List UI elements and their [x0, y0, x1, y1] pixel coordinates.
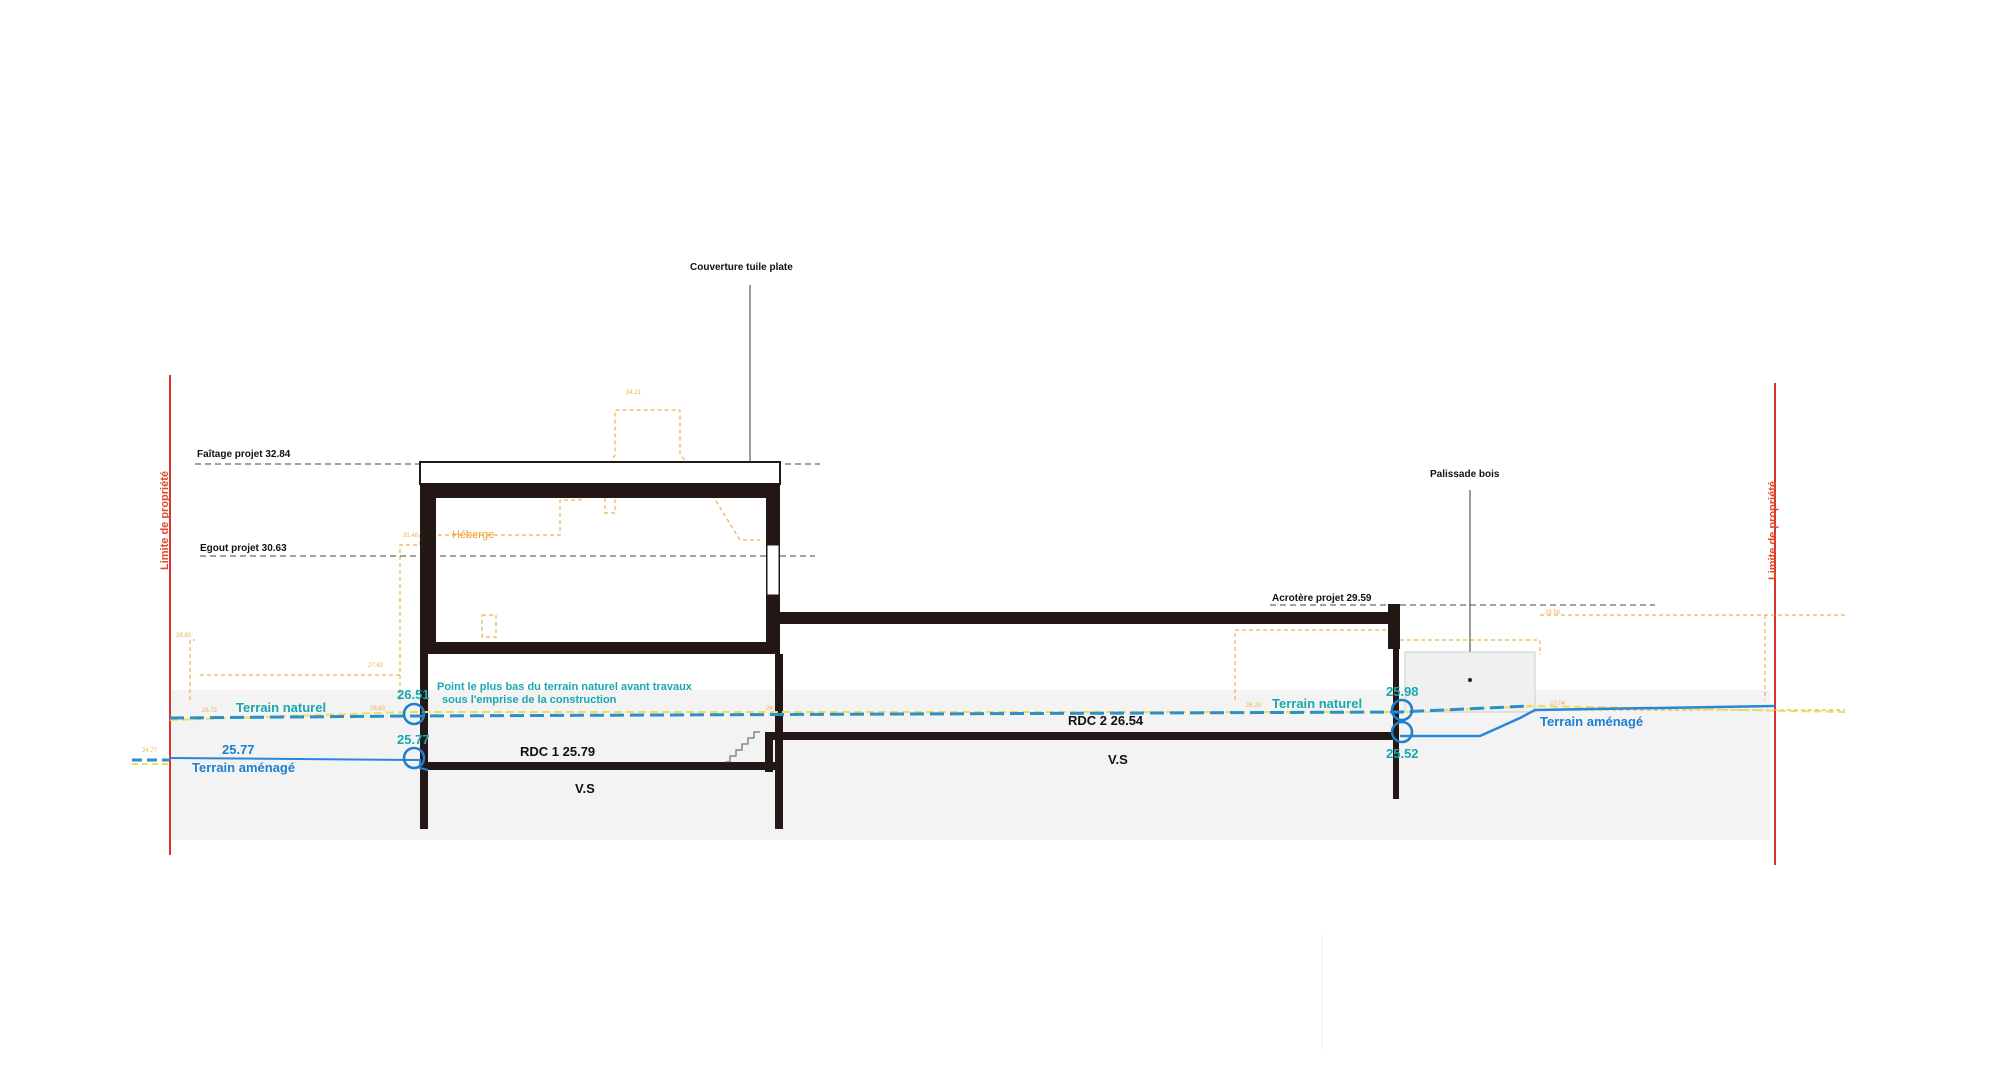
level-markers [402, 698, 1414, 770]
alt-2598-marker: 25.98 [1386, 684, 1419, 699]
tiny-ground-a: 26.72 [202, 708, 218, 714]
tiny-heberge-level: 31.46 [403, 533, 419, 539]
tiny-ridge-existing: 34.21 [626, 390, 642, 396]
terrain-amenage-right-label: Terrain aménagé [1540, 714, 1643, 729]
stairs [725, 731, 760, 763]
terrain-amenage-right-line [1400, 704, 1776, 738]
egout-label: Egout projet 30.63 [200, 543, 287, 554]
terrain-naturel-right-label: Terrain naturel [1272, 696, 1362, 711]
tiny-far-left: 24.77 [142, 748, 158, 754]
alt-2577-marker: 25.77 [397, 732, 430, 747]
rdc1-label: RDC 1 25.79 [520, 744, 595, 759]
vs-right-label: V.S [1108, 752, 1128, 767]
limite-right-label: Limite de propriété [1767, 481, 1779, 580]
palissade-dot [1468, 678, 1472, 682]
alt-2552-marker: 25.52 [1386, 746, 1419, 761]
point-bas-line2: sous l'emprise de la construction [442, 694, 617, 706]
vs-left-label: V.S [575, 781, 595, 796]
acrotere-label: Acrotère projet 29.59 [1272, 593, 1372, 604]
heberge-label: Héberge [452, 529, 494, 541]
tiny-right-c: 27.04 [1550, 701, 1566, 707]
window-upper-right [766, 544, 780, 596]
terrain-amenage-line [169, 757, 429, 771]
rdc2-label: RDC 2 26.54 [1068, 713, 1144, 728]
faitage-label: Faîtage projet 32.84 [197, 449, 291, 460]
existing-building-outline [189, 409, 1845, 711]
tiny-wall-mid: 27.63 [368, 663, 384, 669]
tiny-ground-c: 26.63 [766, 706, 782, 712]
point-bas-line1: Point le plus bas du terrain naturel ava… [437, 681, 693, 693]
limite-left-label: Limite de propriété [159, 471, 171, 570]
terrain-amenage-left-label: Terrain aménagé [192, 760, 295, 775]
terrain-naturel-line [169, 704, 1531, 720]
palissade-label: Palissade bois [1430, 469, 1500, 480]
alt-2651-marker: 26.51 [397, 687, 430, 702]
tiny-right-a: 26.20 [1246, 703, 1262, 709]
terrain-naturel-left-label: Terrain naturel [236, 700, 326, 715]
couverture-label: Couverture tuile plate [690, 262, 793, 273]
tiny-right-b: 28.58 [1545, 610, 1561, 616]
alt-2577-left: 25.77 [222, 742, 255, 757]
tiny-ground-b: 26.63 [370, 706, 386, 712]
tiny-left-wall: 28.83 [176, 633, 192, 639]
